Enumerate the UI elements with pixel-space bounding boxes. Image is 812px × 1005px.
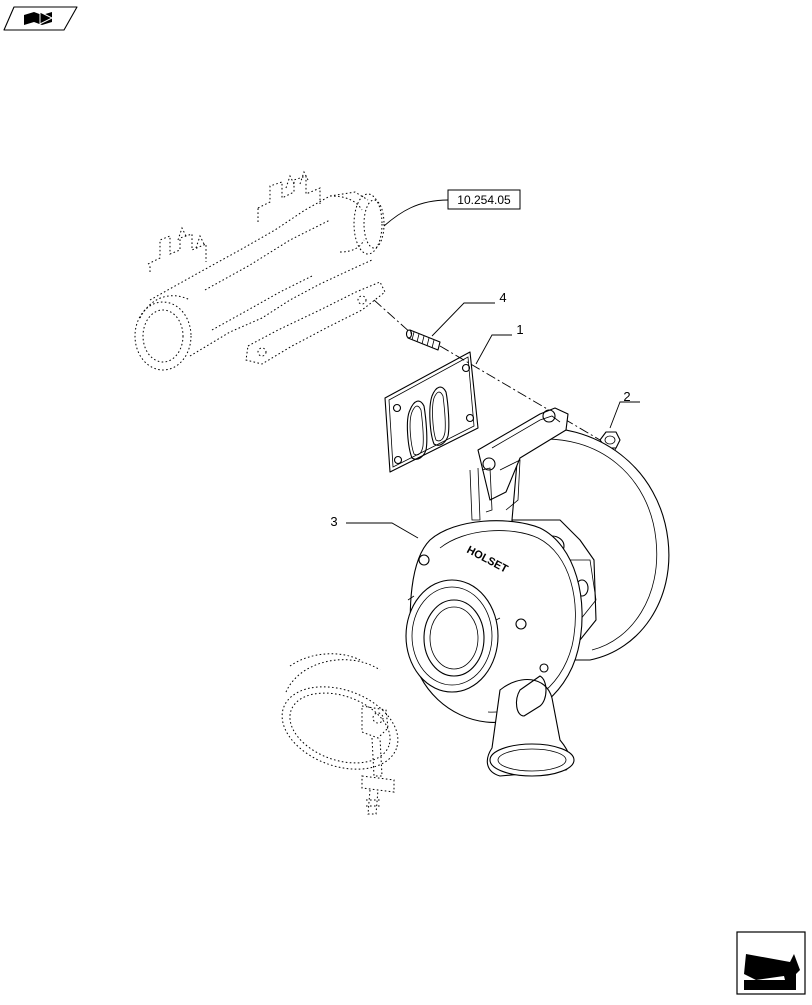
v-band-clamp-part bbox=[281, 653, 399, 815]
gasket-part bbox=[384, 351, 479, 473]
stud-part bbox=[405, 329, 441, 351]
reference-number: 10.254.05 bbox=[457, 193, 511, 207]
next-page-arrow-icon[interactable] bbox=[736, 931, 806, 995]
exhaust-manifold bbox=[134, 170, 386, 371]
svg-text:1: 1 bbox=[516, 322, 523, 337]
svg-text:3: 3 bbox=[330, 514, 337, 529]
callout-1: 1 bbox=[475, 322, 524, 365]
alignment-line-2 bbox=[439, 345, 601, 441]
svg-text:4: 4 bbox=[499, 290, 506, 305]
svg-text:2: 2 bbox=[623, 389, 630, 404]
turbocharger-part: HOLSET bbox=[405, 407, 670, 777]
callout-3: 3 bbox=[330, 514, 419, 539]
alignment-line bbox=[373, 299, 413, 335]
callout-4: 4 bbox=[431, 290, 507, 337]
callout-2: 2 bbox=[609, 389, 640, 429]
book-arrow-icon[interactable] bbox=[3, 6, 78, 31]
reference-callout[interactable]: 10.254.05 bbox=[383, 189, 521, 227]
